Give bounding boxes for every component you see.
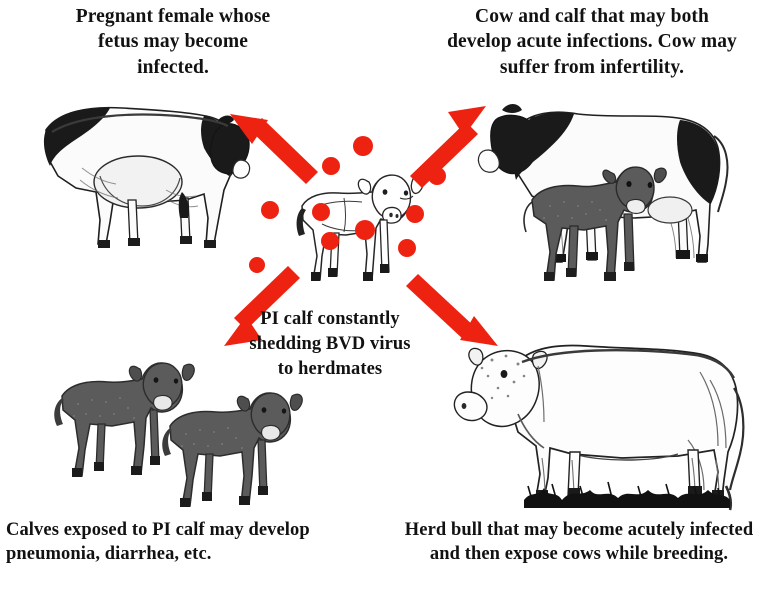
arrow-to-herd-bull [406, 266, 506, 350]
virus-dot [355, 220, 375, 240]
caption-center-pi-calf: PI calf constantly shedding BVD virus to… [249, 309, 411, 379]
arrow-to-exposed-calves [218, 264, 314, 346]
virus-dot [322, 157, 340, 175]
virus-dot [261, 201, 279, 219]
caption-top-left: Pregnant female whose fetus may become i… [75, 6, 271, 78]
caption-top-right: Cow and calf that may both develop acute… [447, 6, 737, 78]
caption-bottom-left: Calves exposed to PI calf may develop pn… [6, 520, 310, 565]
figure-cow-and-calf [474, 84, 754, 310]
virus-dot [249, 257, 265, 273]
virus-dot [321, 232, 339, 250]
figure-herd-bull [452, 330, 752, 518]
virus-dot [398, 239, 416, 257]
caption-bottom-right: Herd bull that may become acutely infect… [404, 520, 754, 565]
virus-dot [312, 203, 330, 221]
figure-exposed-calves [44, 358, 303, 520]
virus-dot [406, 205, 424, 223]
arrow-to-cow-and-calf [404, 106, 502, 188]
arrow-to-pregnant-cow [224, 108, 320, 188]
figure-pregnant-holstein-cow [18, 72, 251, 262]
virus-dot [353, 136, 373, 156]
